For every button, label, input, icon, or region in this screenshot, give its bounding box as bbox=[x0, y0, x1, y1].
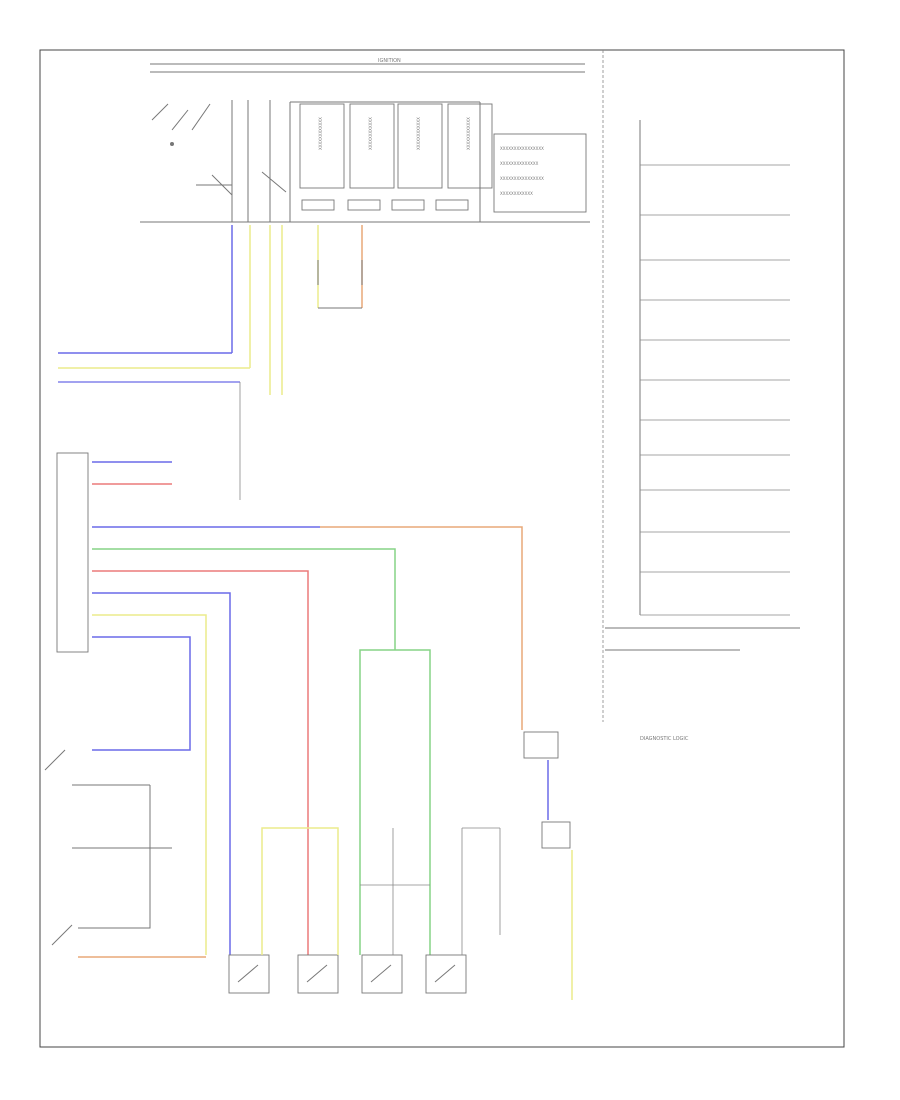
left-connector bbox=[56, 452, 89, 653]
right-lower-connectors bbox=[523, 731, 573, 1000]
upper-connector-wires bbox=[317, 225, 363, 309]
cluster-column bbox=[605, 120, 800, 651]
connector-wires bbox=[92, 461, 523, 955]
svg-text:XXXXXXXXXXXXXXXX: XXXXXXXXXXXXXXXX bbox=[500, 176, 544, 181]
left-door-switches bbox=[44, 749, 206, 958]
svg-text:XXXXXXXXXXXX: XXXXXXXXXXXX bbox=[466, 117, 471, 150]
svg-text:XXXXXXXXXXXX: XXXXXXXXXXXX bbox=[416, 117, 421, 150]
svg-text:XXXXXXXXXXXX: XXXXXXXXXXXX bbox=[500, 191, 533, 196]
svg-text:XXXXXXXXXXXX: XXXXXXXXXXXX bbox=[318, 117, 323, 150]
svg-text:XXXXXXXXXXXXXXXX: XXXXXXXXXXXXXXXX bbox=[500, 146, 544, 151]
annotation-labels: DIAGNOSTIC LOGIC IGNITION bbox=[378, 58, 689, 742]
svg-text:XXXXXXXXXXXX: XXXXXXXXXXXX bbox=[368, 117, 373, 150]
label-diagnostic: DIAGNOSTIC LOGIC bbox=[640, 736, 689, 742]
green-branch bbox=[359, 649, 431, 955]
diagram-border bbox=[39, 49, 845, 1048]
left-harness bbox=[58, 225, 283, 500]
lower-switches bbox=[228, 827, 501, 994]
module-row: XXXXXXXXXXXX XXXXXXXXXXXX XXXXXXXXXXXX X… bbox=[289, 101, 587, 222]
upper-switch-group bbox=[151, 100, 287, 222]
label-ignition: IGNITION bbox=[378, 58, 401, 64]
svg-text:XXXXXXXXXXXXXX: XXXXXXXXXXXXXX bbox=[500, 161, 539, 166]
